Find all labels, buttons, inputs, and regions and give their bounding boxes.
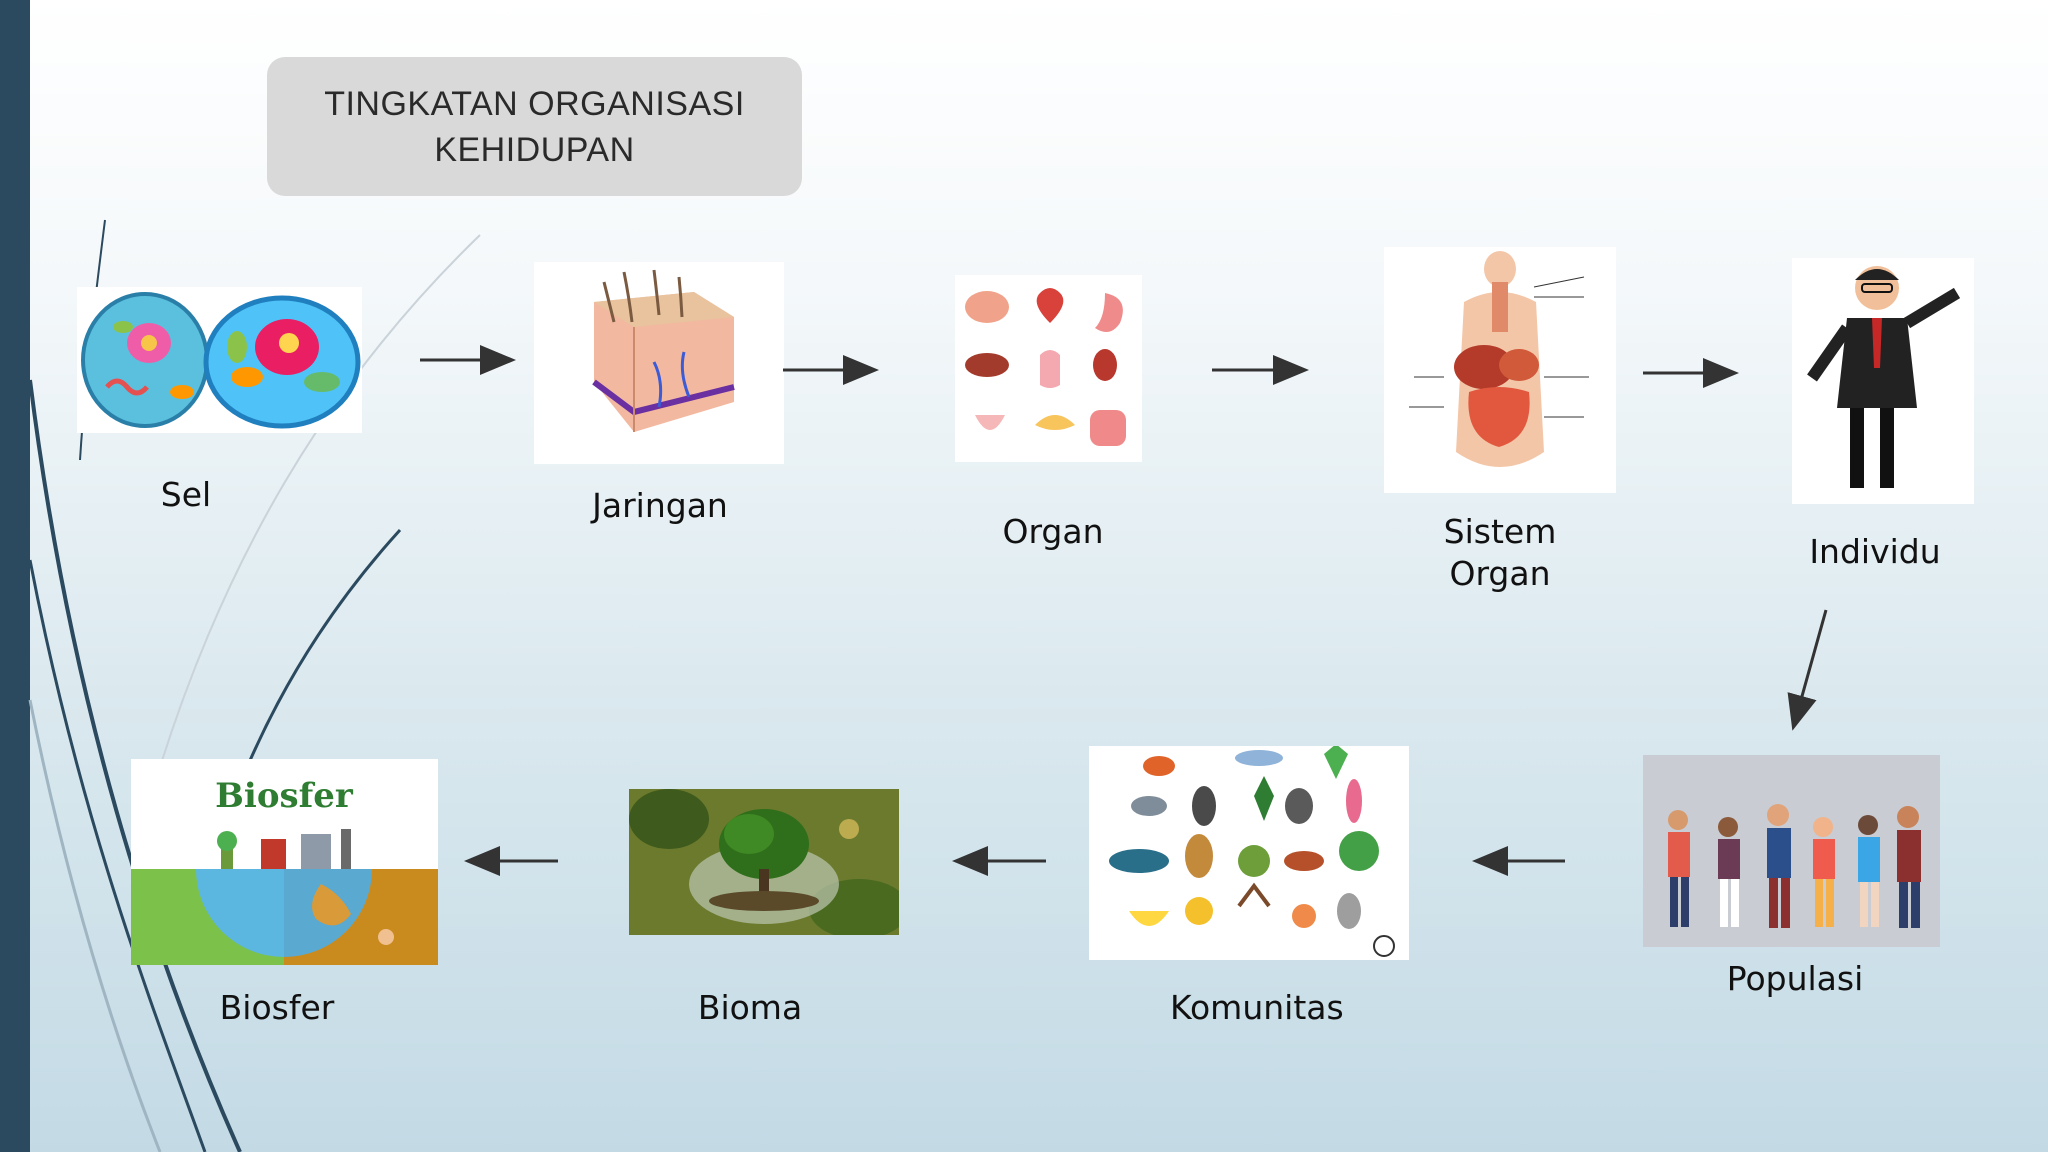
population-icon — [1643, 755, 1940, 947]
label-sistem-organ: Sistem Organ — [1420, 511, 1580, 595]
label-komunitas: Komunitas — [1170, 988, 1344, 1027]
biome-icon — [629, 789, 899, 935]
cell-icon — [77, 287, 362, 433]
person-icon — [1792, 258, 1974, 504]
community-icon — [1089, 746, 1409, 960]
arrow-individu-populasi — [1787, 609, 1828, 731]
label-organ: Organ — [1002, 512, 1104, 551]
label-sistem-organ-line1: Sistem — [1443, 512, 1557, 551]
title-box: TINGKATAN ORGANISASI KEHIDUPAN — [267, 57, 802, 196]
biosphere-icon: Biosfer — [131, 759, 438, 965]
biosphere-image-text: Biosfer — [215, 776, 354, 816]
label-sistem-organ-line2: Organ — [1449, 554, 1551, 593]
organs-icon — [955, 275, 1142, 462]
organ-system-icon — [1384, 247, 1616, 493]
label-jaringan: Jaringan — [592, 486, 728, 525]
tissue-icon — [534, 262, 784, 464]
title-line-2: KEHIDUPAN — [434, 130, 635, 169]
label-biosfer: Biosfer — [219, 988, 335, 1027]
label-sel: Sel — [160, 475, 212, 514]
label-populasi: Populasi — [1726, 959, 1864, 998]
left-accent-bar — [0, 0, 30, 1152]
title-line-1: TINGKATAN ORGANISASI — [324, 84, 745, 123]
label-individu: Individu — [1809, 532, 1941, 571]
label-bioma: Bioma — [697, 988, 803, 1027]
